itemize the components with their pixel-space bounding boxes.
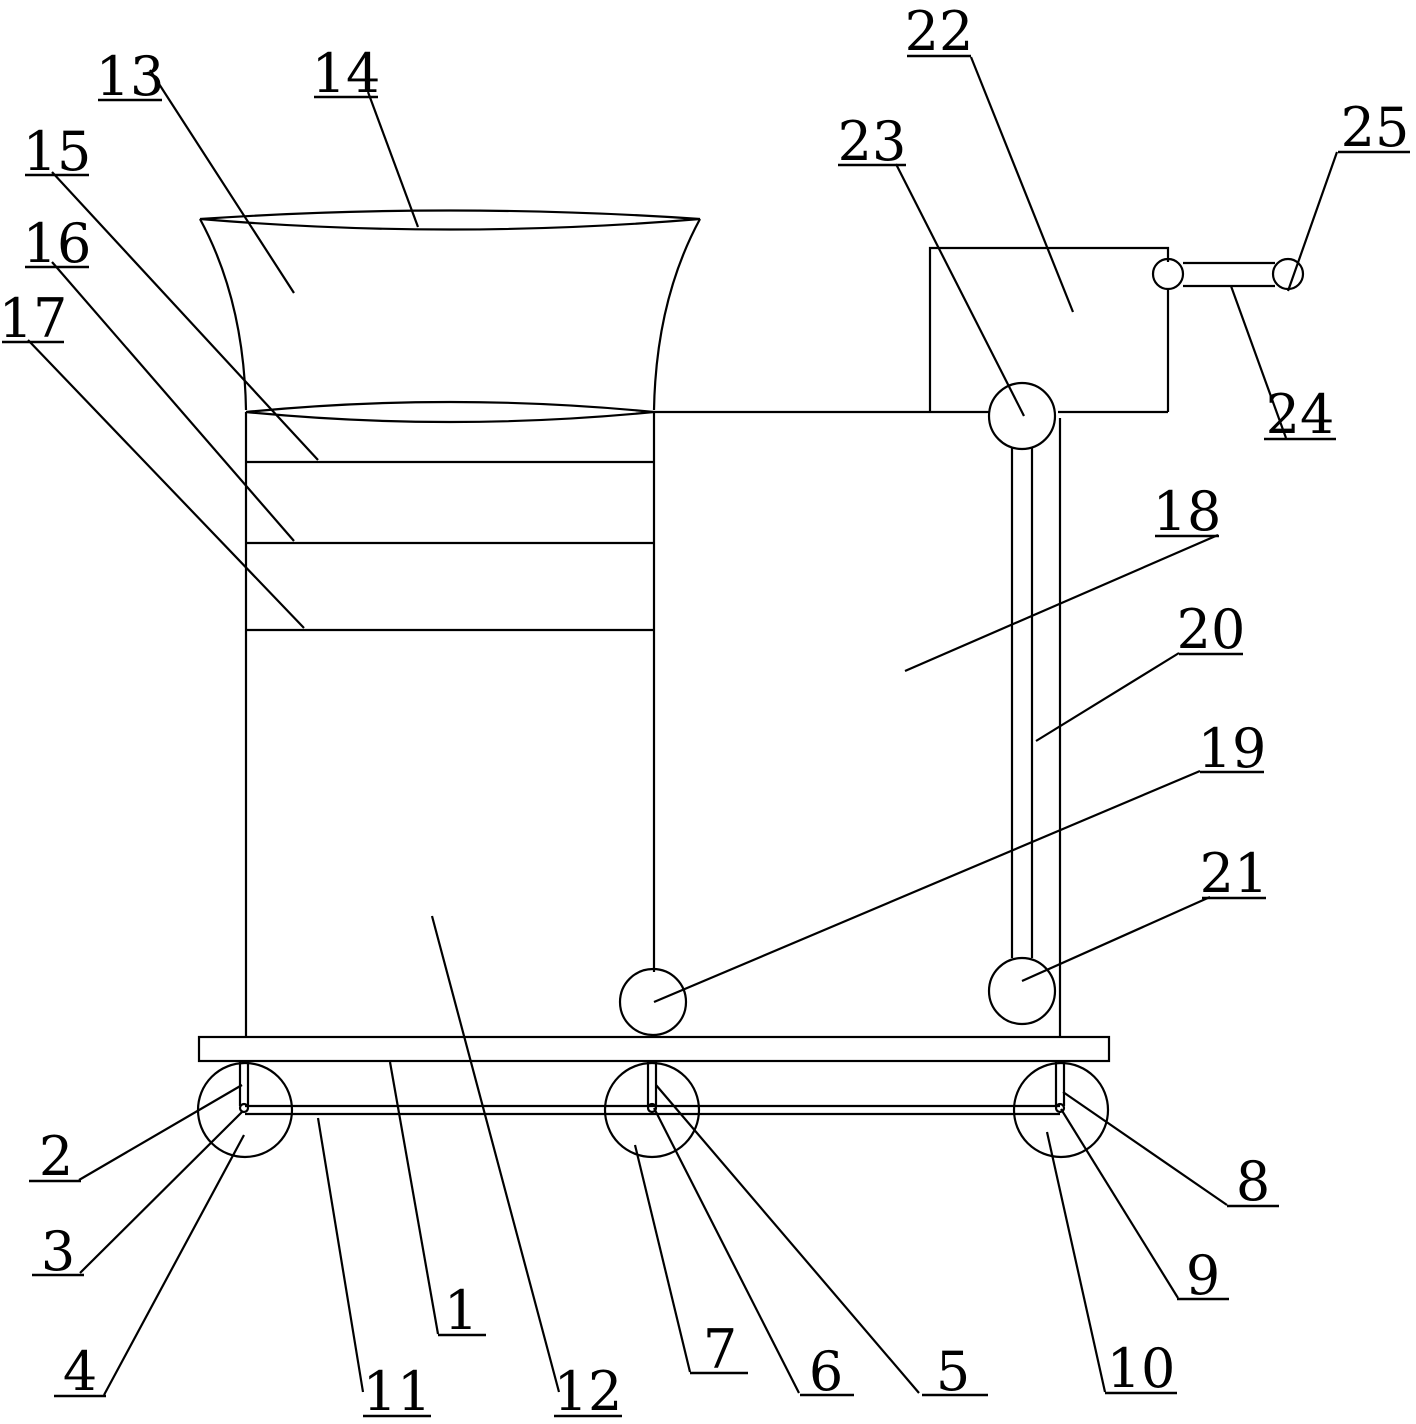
label-13: 13 <box>96 45 165 108</box>
label-17-text: 17 <box>0 287 67 350</box>
middle-wheel <box>603 1061 701 1159</box>
main-tank <box>244 412 656 1037</box>
label-17: 17 <box>0 287 67 350</box>
label-7-text: 7 <box>703 1318 737 1381</box>
wheel-assembly <box>196 1061 1110 1159</box>
label-3: 3 <box>32 1220 84 1283</box>
label-24: 24 <box>1264 383 1336 446</box>
shaft-joint-circle <box>1151 257 1185 291</box>
label-20: 20 <box>1177 598 1246 661</box>
label-10-text: 10 <box>1107 1337 1176 1400</box>
side-housing <box>654 410 1168 1037</box>
label-23-text: 23 <box>838 110 907 173</box>
label-9-text: 9 <box>1186 1244 1220 1307</box>
belt-drive <box>987 381 1057 1026</box>
label-8-text: 8 <box>1236 1150 1270 1213</box>
label-2-text: 2 <box>39 1125 73 1188</box>
label-11: 11 <box>363 1360 432 1423</box>
label-16-text: 16 <box>23 212 92 275</box>
right-wheel <box>1012 1061 1110 1159</box>
label-16: 16 <box>23 212 92 275</box>
label-5-text: 5 <box>936 1340 970 1403</box>
label-14: 14 <box>312 42 381 105</box>
label-6-text: 6 <box>809 1340 843 1403</box>
label-1-text: 1 <box>444 1279 478 1342</box>
label-22: 22 <box>905 0 974 63</box>
label-3-text: 3 <box>41 1220 75 1283</box>
hopper-funnel <box>199 209 701 424</box>
label-10: 10 <box>1105 1337 1177 1400</box>
label-1: 1 <box>438 1279 486 1342</box>
label-25-text: 25 <box>1341 96 1410 159</box>
lower-pulley <box>987 956 1057 1026</box>
label-15-text: 15 <box>23 120 92 183</box>
label-19: 19 <box>1198 717 1267 780</box>
label-4-text: 4 <box>63 1340 97 1403</box>
label-21: 21 <box>1200 842 1269 905</box>
label-21-text: 21 <box>1200 842 1269 905</box>
label-14-text: 14 <box>312 42 381 105</box>
label-4: 4 <box>54 1340 106 1403</box>
label-6: 6 <box>800 1340 854 1403</box>
handle-shaft <box>1151 257 1305 291</box>
base-plate <box>197 1035 1111 1063</box>
label-12: 12 <box>554 1360 623 1423</box>
label-18: 18 <box>1153 480 1222 543</box>
label-15: 15 <box>23 120 92 183</box>
label-5: 5 <box>922 1340 988 1403</box>
outlet-roller <box>618 967 688 1037</box>
label-23: 23 <box>838 110 907 173</box>
upper-pulley <box>987 381 1057 451</box>
label-22-text: 22 <box>905 0 974 63</box>
leader-lines <box>27 56 1339 1396</box>
label-25: 25 <box>1338 96 1410 159</box>
label-19-text: 19 <box>1198 717 1267 780</box>
label-11-text: 11 <box>363 1360 432 1423</box>
label-7: 7 <box>690 1318 748 1381</box>
label-13-text: 13 <box>96 45 165 108</box>
label-9: 9 <box>1177 1244 1229 1307</box>
label-18-text: 18 <box>1153 480 1222 543</box>
label-2: 2 <box>29 1125 81 1188</box>
motor-box <box>928 246 1170 412</box>
label-8: 8 <box>1227 1150 1279 1213</box>
label-12-text: 12 <box>554 1360 623 1423</box>
label-24-text: 24 <box>1266 383 1335 446</box>
label-20-text: 20 <box>1177 598 1246 661</box>
